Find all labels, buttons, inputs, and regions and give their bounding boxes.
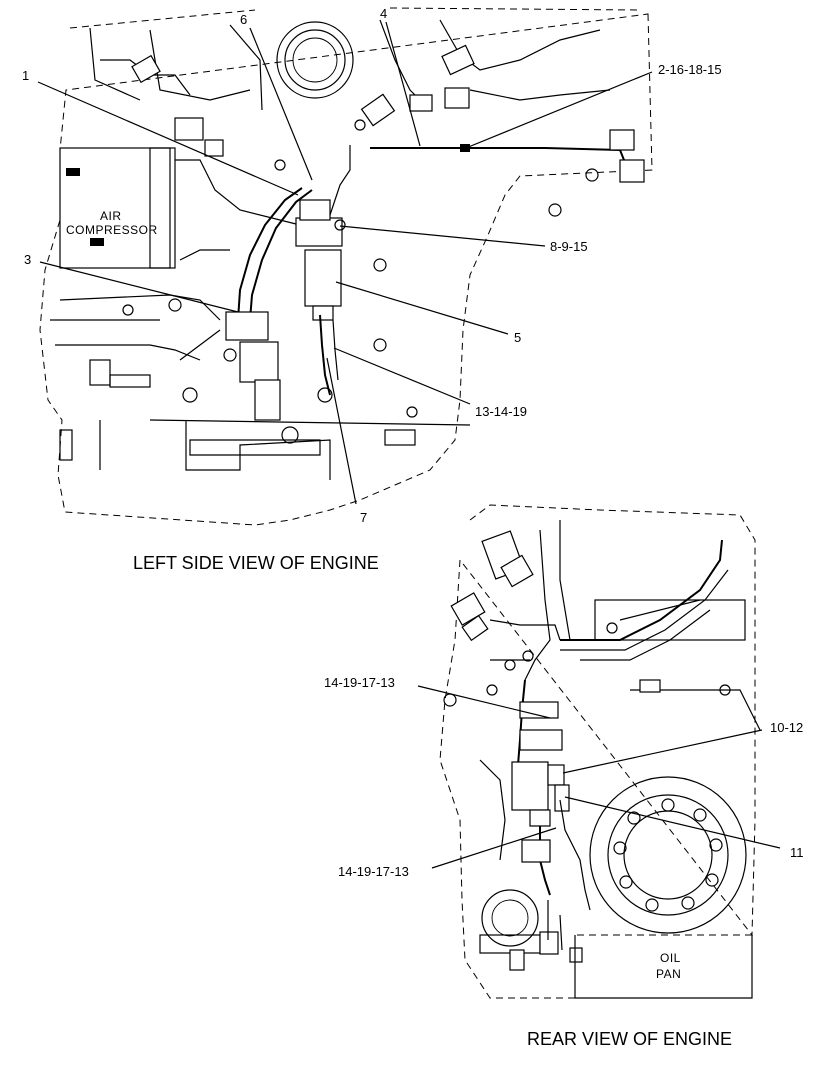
- leader-lines: [37, 21, 781, 869]
- callout-13-14-19: 13-14-19: [475, 404, 527, 419]
- leader-8-9-15: [339, 225, 546, 247]
- leader-6: [249, 27, 313, 181]
- callout-6: 6: [240, 12, 247, 27]
- callout-4: 4: [380, 6, 387, 21]
- left-view-caption: LEFT SIDE VIEW OF ENGINE: [133, 553, 379, 573]
- rear-view-caption: REAR VIEW OF ENGINE: [527, 1029, 732, 1049]
- oil-pan-label-line2: PAN: [656, 967, 681, 981]
- leader-5: [335, 281, 509, 335]
- callout-5: 5: [514, 330, 521, 345]
- leader-13-14-19: [333, 347, 471, 405]
- leader-14-19-17-13-top: [417, 685, 551, 719]
- callout-1: 1: [22, 68, 29, 83]
- flywheel-bolts: [613, 798, 723, 912]
- leader-1: [37, 81, 299, 196]
- leader-4: [385, 21, 421, 147]
- view-captions: LEFT SIDE VIEW OF ENGINE REAR VIEW OF EN…: [133, 553, 732, 1049]
- callout-10-12: 10-12: [770, 720, 803, 735]
- callout-7: 7: [360, 510, 367, 525]
- leader-14-19-17-13-bottom: [431, 827, 557, 869]
- air-compressor-label-line2: COMPRESSOR: [66, 223, 158, 237]
- callout-2-16-18-15: 2-16-18-15: [658, 62, 722, 77]
- leader-3: [39, 261, 239, 313]
- callout-14-19-17-13-top: 14-19-17-13: [324, 675, 395, 690]
- callout-labels: 1 6 4 2-16-18-15 8-9-15 3 5 13-14-19 7 1…: [22, 6, 804, 879]
- leader-7: [326, 357, 357, 505]
- air-compressor-label-line1: AIR: [100, 209, 122, 223]
- callout-11: 11: [790, 845, 804, 860]
- callout-14-19-17-13-bottom: 14-19-17-13: [338, 864, 409, 879]
- rear-view-drawing: [439, 504, 761, 999]
- callout-8-9-15: 8-9-15: [550, 239, 588, 254]
- left-side-view-drawing: [39, 7, 653, 526]
- oil-pan-label-line1: OIL: [660, 951, 681, 965]
- component-labels: AIR COMPRESSOR OIL PAN: [66, 209, 681, 981]
- leader-2-16-18-15: [465, 71, 653, 149]
- callout-3: 3: [24, 252, 31, 267]
- leader-10-12: [562, 729, 763, 774]
- leader-11: [564, 796, 781, 849]
